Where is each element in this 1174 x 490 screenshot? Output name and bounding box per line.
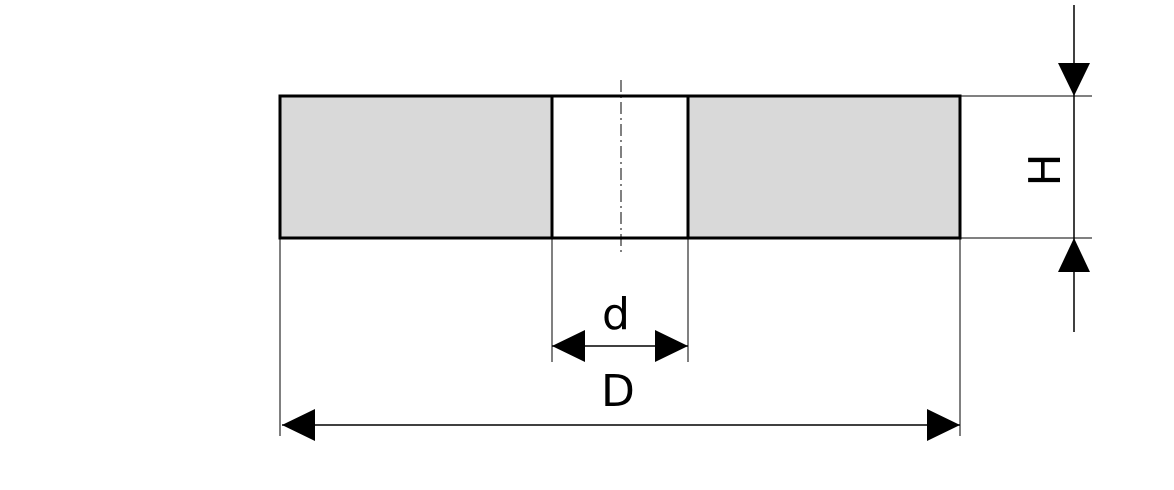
h-arrow-down-icon bbox=[1058, 63, 1090, 96]
d-arrow-right-icon bbox=[655, 330, 688, 362]
h-arrow-up-icon bbox=[1058, 238, 1090, 272]
wheel-right-section bbox=[686, 94, 962, 240]
D-arrow-left-icon bbox=[282, 409, 315, 441]
h-label: H bbox=[1020, 153, 1071, 186]
wheel-left-section bbox=[278, 94, 554, 240]
d-arrow-left-icon bbox=[552, 330, 585, 362]
D-arrow-right-icon bbox=[927, 409, 960, 441]
wheel-bore bbox=[550, 94, 690, 240]
d-label: d bbox=[602, 289, 630, 340]
D-label: D bbox=[601, 366, 635, 417]
